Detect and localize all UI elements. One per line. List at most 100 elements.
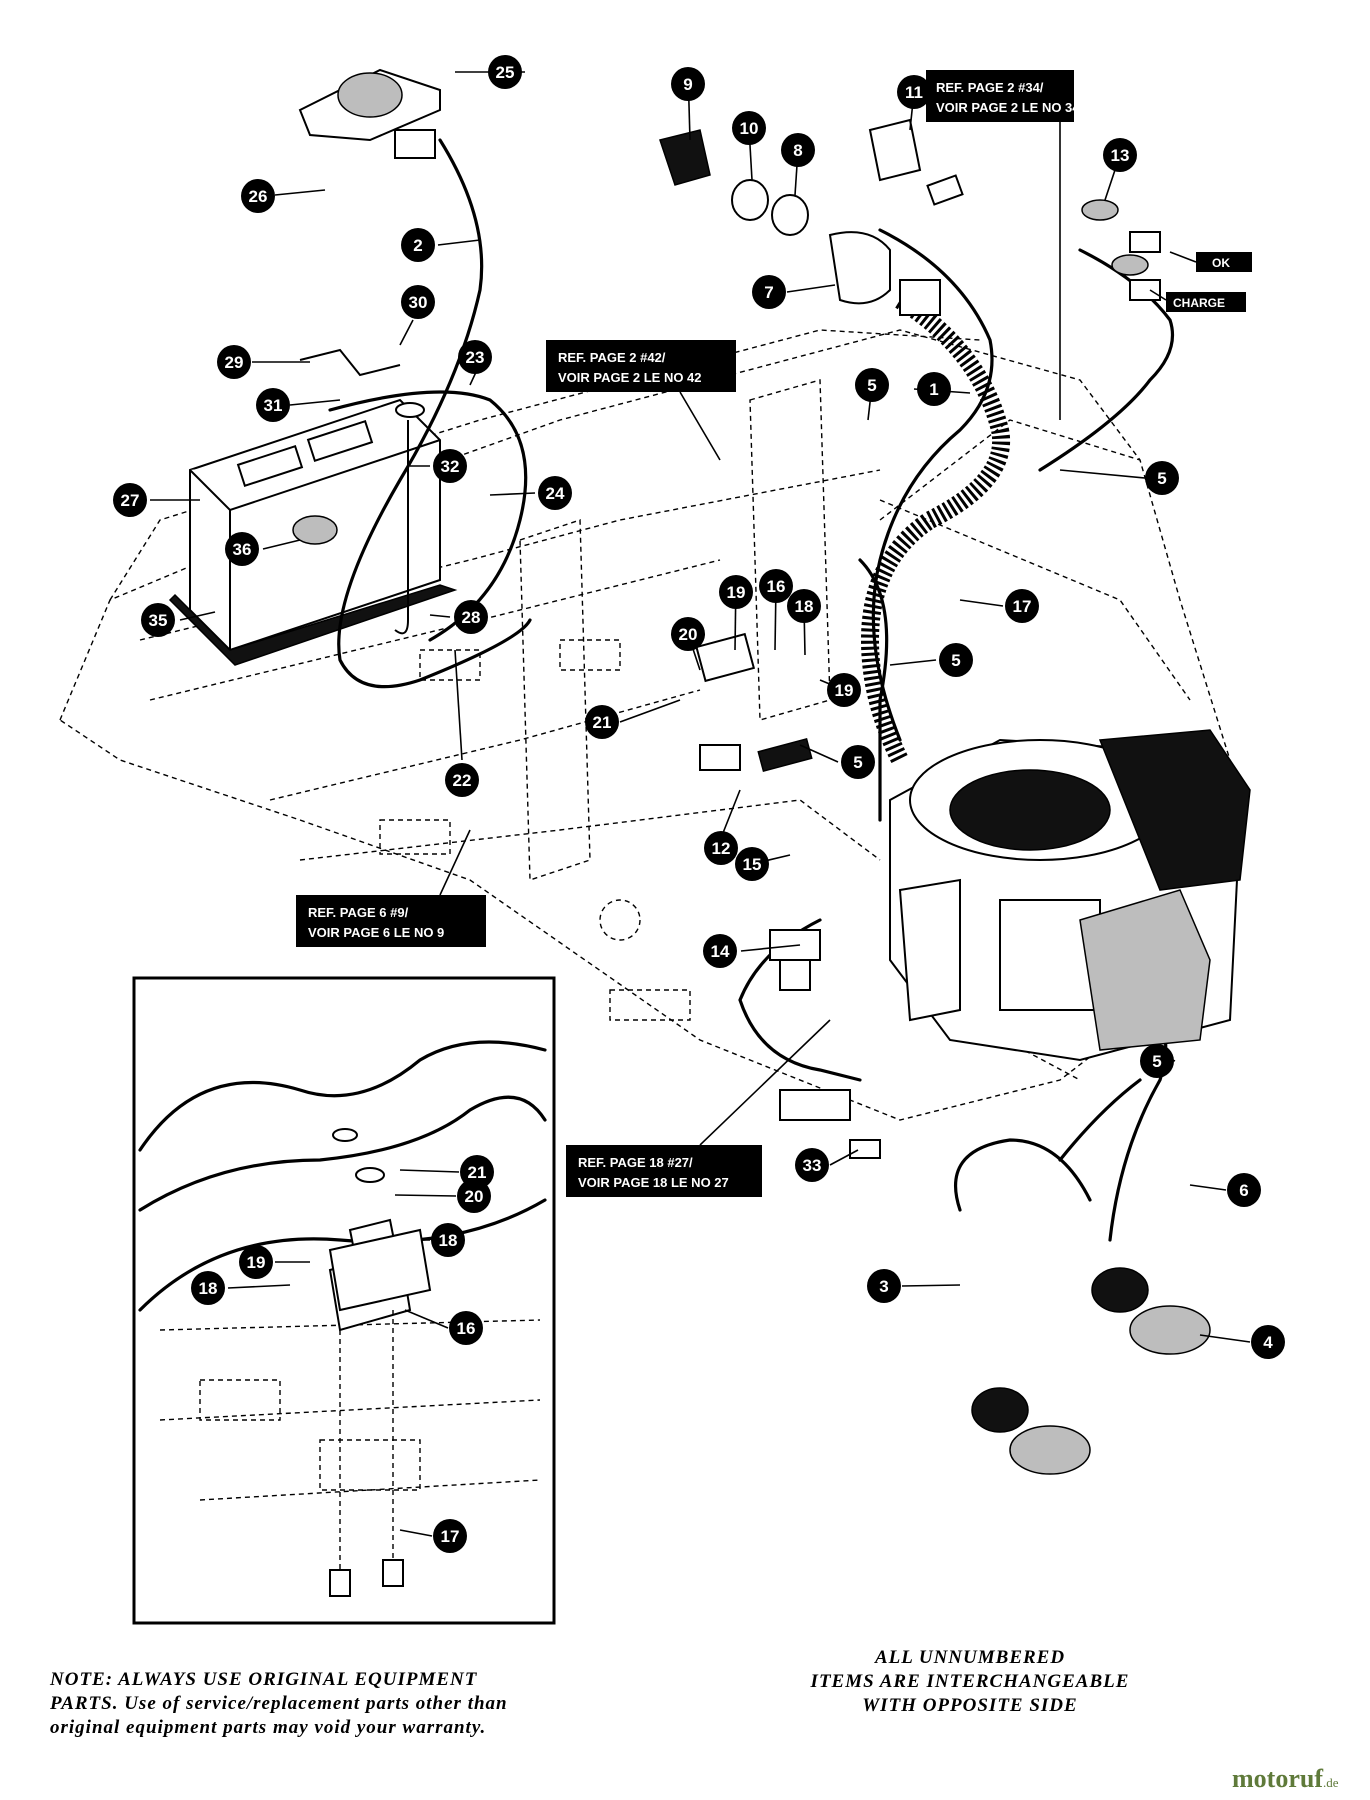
ok-tag: OK xyxy=(1169,251,1252,272)
callout-23: 23 xyxy=(458,340,492,374)
relay-connector xyxy=(868,118,964,206)
callout-circle xyxy=(585,705,619,739)
callout-number: 9 xyxy=(683,75,692,94)
callout-circle xyxy=(703,934,737,968)
callout-circle xyxy=(449,1311,483,1345)
watermark-brand: motoruf xyxy=(1232,1764,1323,1793)
callout-number: 22 xyxy=(453,771,472,790)
callout-circle xyxy=(431,1223,465,1257)
callout-circle xyxy=(225,532,259,566)
callout-4: 4 xyxy=(1251,1325,1285,1359)
callout-number: 19 xyxy=(247,1253,266,1272)
callout-number: 2 xyxy=(413,236,422,255)
callout-1: 1 xyxy=(917,372,951,406)
callout-22: 22 xyxy=(445,763,479,797)
callout-5: 5 xyxy=(855,368,889,402)
callout-20: 20 xyxy=(671,617,705,651)
callout-number: 23 xyxy=(466,348,485,367)
callout-circle xyxy=(191,1271,225,1305)
callout-10: 10 xyxy=(732,111,766,145)
callout-circle xyxy=(855,368,889,402)
callout-circle xyxy=(1251,1325,1285,1359)
callout-11: 11 xyxy=(897,75,931,109)
callout-number: 16 xyxy=(767,577,786,596)
callout-circle xyxy=(433,1519,467,1553)
callout-3: 3 xyxy=(867,1269,901,1303)
ref-34-line1: REF. PAGE 2 #34/ xyxy=(936,80,1044,95)
callout-number: 5 xyxy=(951,651,960,670)
callout-29: 29 xyxy=(217,345,251,379)
key-switch xyxy=(659,129,941,316)
callout-number: 27 xyxy=(121,491,140,510)
callout-circle xyxy=(1227,1173,1261,1207)
charge-tag: CHARGE xyxy=(1149,289,1246,312)
callout-number: 12 xyxy=(712,839,731,858)
warranty-note-line3: original equipment parts may void your w… xyxy=(50,1717,487,1738)
callout-21: 21 xyxy=(585,705,619,739)
callout-number: 21 xyxy=(468,1163,487,1182)
callout-circle xyxy=(445,763,479,797)
callout-number: 16 xyxy=(457,1319,476,1338)
callout-number: 4 xyxy=(1263,1333,1273,1352)
callout-circle xyxy=(671,617,705,651)
reference-box-9: REF. PAGE 6 #9/ VOIR PAGE 6 LE NO 9 xyxy=(296,829,486,947)
callout-28: 28 xyxy=(454,600,488,634)
callout-30: 30 xyxy=(401,285,435,319)
ref-9-line1: REF. PAGE 6 #9/ xyxy=(308,905,409,920)
callout-number: 28 xyxy=(462,608,481,627)
callout-circle xyxy=(732,111,766,145)
callout-number: 17 xyxy=(441,1527,460,1546)
callout-number: 35 xyxy=(149,611,168,630)
callout-number: 19 xyxy=(835,681,854,700)
callout-number: 29 xyxy=(225,353,244,372)
callout-circle xyxy=(217,345,251,379)
callout-circle xyxy=(1140,1044,1174,1078)
seat-switch xyxy=(298,68,441,159)
callout-number: 33 xyxy=(803,1156,822,1175)
callout-circle xyxy=(939,643,973,677)
callout-24: 24 xyxy=(538,476,572,510)
callout-5: 5 xyxy=(1145,461,1179,495)
callout-number: 24 xyxy=(546,484,565,503)
callout-circle xyxy=(704,831,738,865)
engine xyxy=(889,729,1251,1062)
callout-circle xyxy=(401,285,435,319)
callout-circle xyxy=(841,745,875,779)
callout-circle xyxy=(1145,461,1179,495)
callout-number: 17 xyxy=(1013,597,1032,616)
callout-circle xyxy=(256,388,290,422)
solenoid-area xyxy=(695,632,881,1159)
callout-15: 15 xyxy=(735,847,769,881)
interchangeable-note-line3: WITH OPPOSITE SIDE xyxy=(862,1695,1078,1716)
callout-number: 30 xyxy=(409,293,428,312)
warranty-note: NOTE: ALWAYS USE ORIGINAL EQUIPMENT PART… xyxy=(50,1668,690,1740)
watermark-logo: motoruf.de xyxy=(1232,1764,1339,1794)
callout-number: 5 xyxy=(853,753,862,772)
callout-number: 7 xyxy=(764,283,773,302)
callout-circle xyxy=(897,75,931,109)
callout-25: 25 xyxy=(488,55,522,89)
callout-14: 14 xyxy=(703,934,737,968)
reference-box-42: REF. PAGE 2 #42/ VOIR PAGE 2 LE NO 42 xyxy=(546,340,736,461)
callout-18: 18 xyxy=(431,1223,465,1257)
callout-35: 35 xyxy=(141,603,175,637)
callout-number: 5 xyxy=(1157,469,1166,488)
hold-down-rod xyxy=(299,348,425,635)
callout-number: 18 xyxy=(795,597,814,616)
callout-19: 19 xyxy=(827,673,861,707)
wire-loom xyxy=(860,292,1011,765)
callout-6: 6 xyxy=(1227,1173,1261,1207)
callout-number: 18 xyxy=(439,1231,458,1250)
callout-circle xyxy=(454,600,488,634)
callout-20: 20 xyxy=(457,1179,491,1213)
battery xyxy=(168,398,458,666)
callout-circle xyxy=(433,449,467,483)
callout-circle xyxy=(458,340,492,374)
callout-number: 25 xyxy=(496,63,515,82)
callout-8: 8 xyxy=(781,133,815,167)
interchangeable-note-line2: ITEMS ARE INTERCHANGEABLE xyxy=(810,1671,1130,1692)
callout-number: 3 xyxy=(879,1277,888,1296)
callout-number: 8 xyxy=(793,141,802,160)
callout-number: 21 xyxy=(593,713,612,732)
callout-circle xyxy=(787,589,821,623)
